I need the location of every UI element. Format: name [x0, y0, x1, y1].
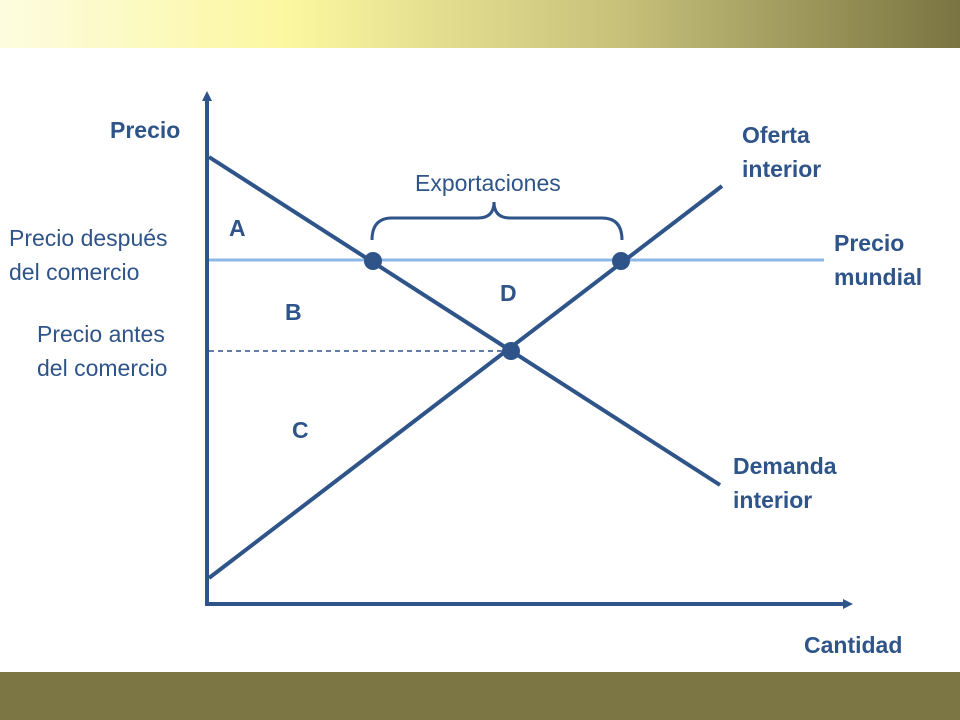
demand-world-price-point — [364, 252, 382, 270]
supply-world-price-point — [612, 252, 630, 270]
area-c-label: C — [292, 417, 309, 443]
supply-curve — [207, 184, 724, 580]
exports-bracket — [370, 201, 624, 241]
equilibrium-point — [502, 342, 520, 360]
area-a-label: A — [229, 215, 246, 241]
demand-label-line2: interior — [733, 487, 812, 513]
price-after-trade-line1: Precio después — [9, 225, 168, 251]
world-price-label-line2: mundial — [834, 264, 922, 290]
area-b-label: B — [285, 299, 302, 325]
price-after-trade-line2: del comercio — [9, 259, 139, 285]
supply-label-line1: Oferta — [742, 122, 810, 148]
top-decorative-band — [0, 0, 960, 48]
demand-curve — [207, 155, 722, 487]
demand-label-line1: Demanda — [733, 453, 837, 479]
world-price-label-line1: Precio — [834, 230, 904, 256]
supply-label-line2: interior — [742, 156, 821, 182]
y-axis-label: Precio — [110, 117, 180, 143]
price-before-trade-line2: del comercio — [37, 355, 167, 381]
area-d-label: D — [500, 280, 517, 306]
bottom-decorative-band — [0, 672, 960, 720]
exports-label: Exportaciones — [415, 170, 561, 196]
price-before-trade-line1: Precio antes — [37, 321, 165, 347]
x-axis-label: Cantidad — [804, 632, 902, 658]
